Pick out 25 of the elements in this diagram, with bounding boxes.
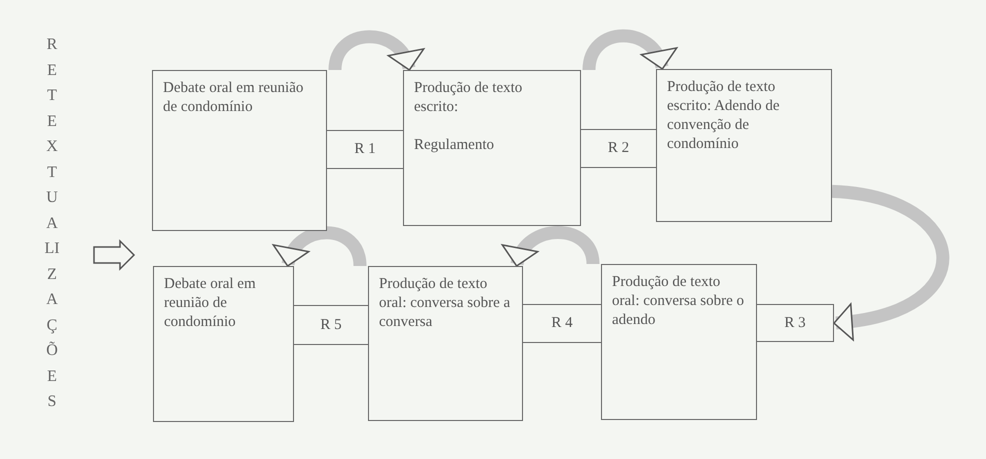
relation-box [756, 304, 834, 342]
process-box [601, 264, 757, 420]
box-text: Debate oral em reunião de condomínio [163, 79, 304, 117]
process-box [368, 266, 523, 421]
relation-label: R 2 [608, 139, 630, 158]
curved-arrow [831, 184, 950, 340]
vertical-label: RETEXTUALIZAÇÕES [44, 35, 60, 412]
box-text: Debate oral em reunião de condomínio [164, 275, 257, 332]
relation-label: R 4 [551, 314, 573, 333]
relation-box [522, 304, 602, 343]
process-box [656, 69, 832, 222]
relation-label: R 3 [784, 314, 806, 332]
box-text: Produção de texto oral: conversa sobre o adendo [612, 273, 746, 330]
box-text: Regulamento [414, 136, 495, 155]
process-box [153, 266, 294, 422]
relation-label: R 1 [354, 140, 376, 159]
box-text: Produção de texto oral: conversa sobre a conversa [379, 275, 512, 332]
process-box [403, 70, 581, 226]
relation-box [580, 129, 657, 168]
relation-box [326, 130, 404, 169]
process-box [152, 70, 327, 231]
box-text: Produção de texto escrito: Adendo de convenção de condomínio [667, 78, 780, 154]
box-text: Produção de texto escrito: [414, 79, 524, 117]
relation-box [293, 305, 369, 345]
relation-label: R 5 [320, 316, 342, 334]
